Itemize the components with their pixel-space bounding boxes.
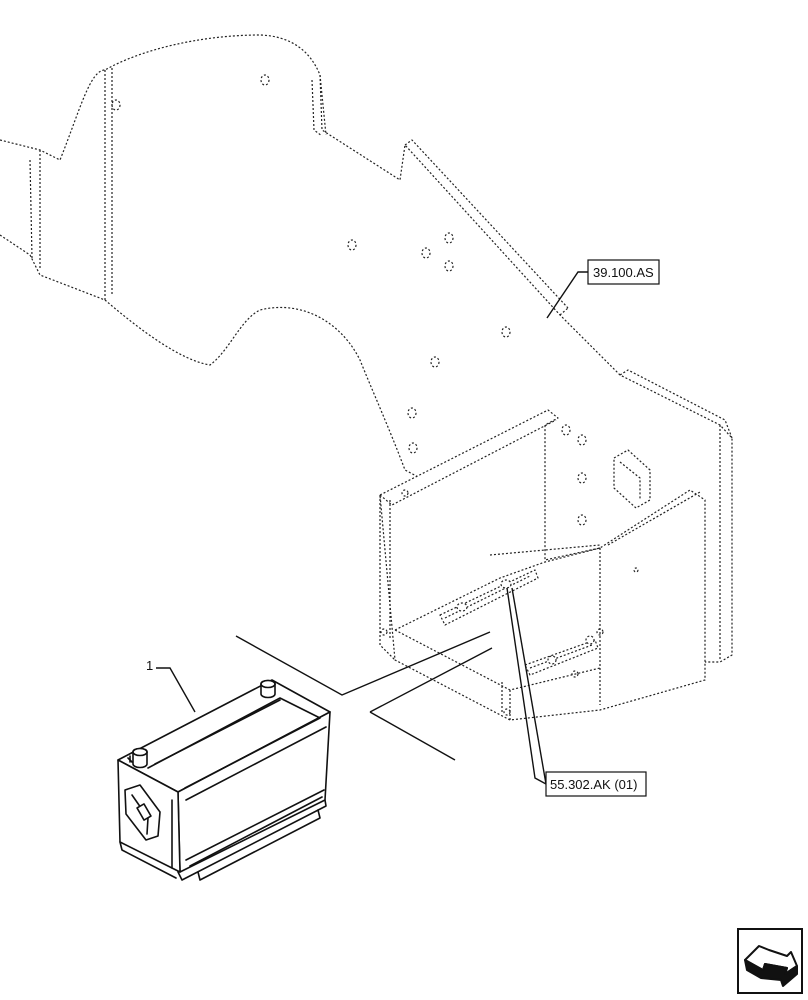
chassis-frame — [0, 34, 733, 663]
callout-battery[interactable]: 1 — [146, 658, 196, 713]
callout-frame-ref[interactable]: 39.100.AS — [546, 259, 660, 319]
explode-lines — [235, 631, 493, 761]
callout-hardware-ref[interactable]: 55.302.AK (01) — [506, 587, 647, 797]
battery — [117, 679, 331, 881]
callout-battery-label: 1 — [146, 658, 153, 673]
battery-terminal-right — [260, 679, 276, 699]
battery-bracket — [379, 409, 706, 721]
battery-terminal-left — [132, 747, 148, 769]
next-page-button[interactable] — [737, 928, 803, 994]
frame-ref-label: 39.100.AS — [593, 265, 654, 280]
hardware-ref-label: 55.302.AK (01) — [550, 777, 637, 792]
next-page-arrow-icon — [744, 945, 798, 987]
